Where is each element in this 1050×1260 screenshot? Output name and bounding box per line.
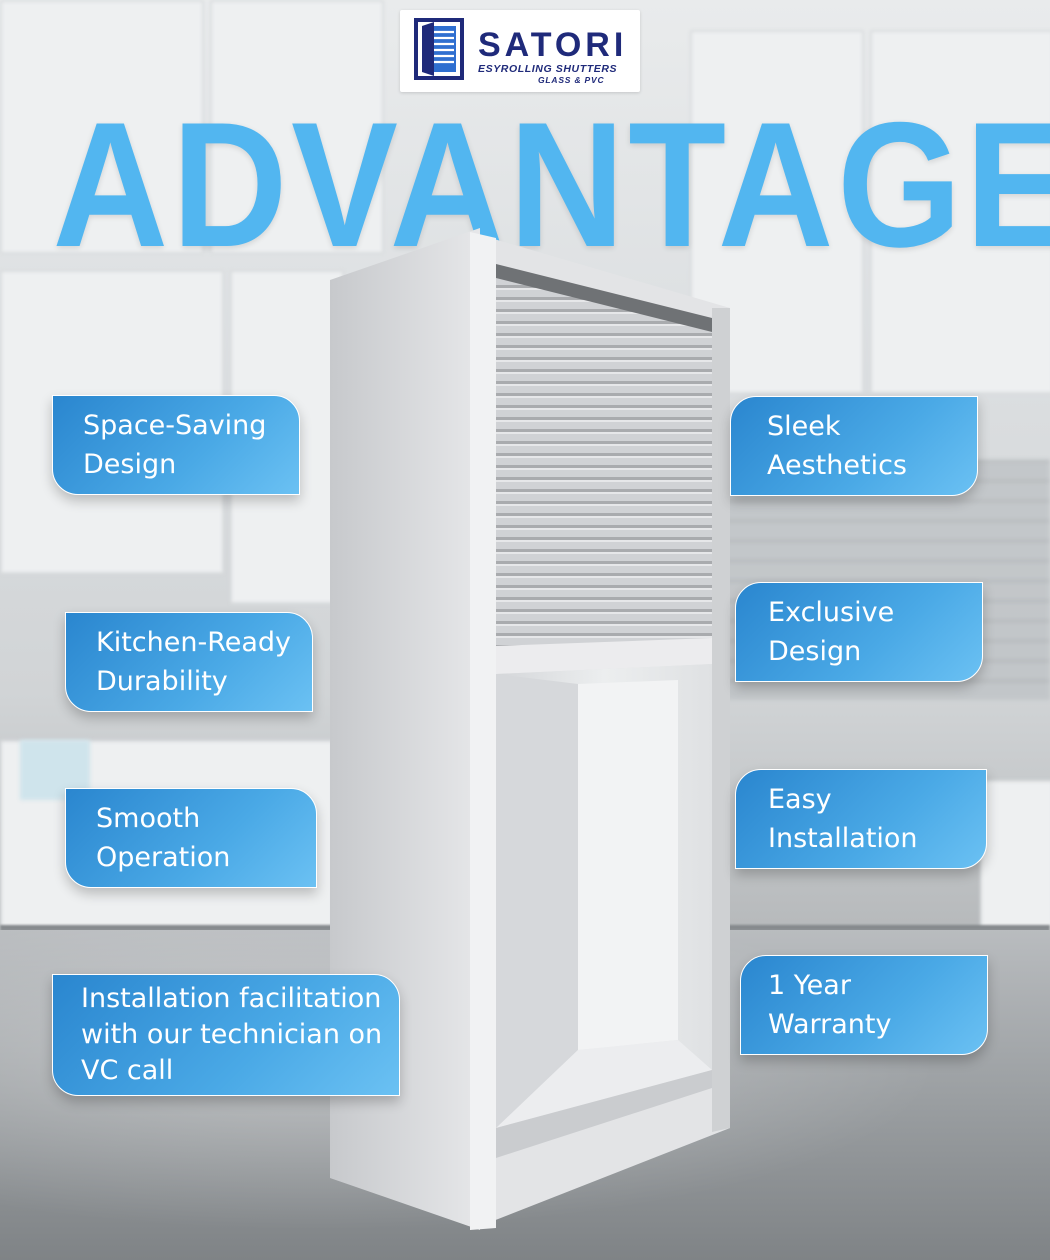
feature-easy-installation: Easy Installation — [735, 769, 987, 869]
feature-label: Smooth Operation — [96, 803, 231, 873]
background-cabinet — [870, 30, 1050, 394]
feature-label: Space-Saving Design — [83, 410, 267, 480]
feature-kitchen-ready-durability: Kitchen-Ready Durability — [65, 612, 313, 712]
feature-label: Sleek Aesthetics — [767, 411, 907, 481]
feature-smooth-operation: Smooth Operation — [65, 788, 317, 888]
headline: ADVANTAGES — [52, 85, 1050, 284]
feature-1-year-warranty: 1 Year Warranty — [740, 955, 988, 1055]
feature-space-saving-design: Space-Saving Design — [52, 395, 300, 495]
brand-subtagline: GLASS & PVC — [538, 75, 605, 85]
rolling-shutter-cabinet — [330, 228, 730, 1230]
background-cabinet — [980, 780, 1050, 934]
background-cabinet — [690, 30, 864, 394]
feature-label: 1 Year Warranty — [768, 970, 892, 1040]
brand-name: SATORI — [478, 26, 628, 64]
feature-label: Installation facilitation with our techn… — [81, 983, 383, 1086]
feature-label: Exclusive Design — [768, 597, 895, 667]
background-cabinet — [0, 0, 204, 254]
feature-sleek-aesthetics: Sleek Aesthetics — [730, 396, 978, 496]
shutter-logo-icon — [414, 18, 464, 80]
feature-label: Easy Installation — [768, 784, 918, 854]
feature-installation-facilitation: Installation facilitation with our techn… — [52, 974, 400, 1096]
feature-label: Kitchen-Ready Durability — [96, 627, 292, 697]
feature-exclusive-design: Exclusive Design — [735, 582, 983, 682]
brand-logo: SATORI ESYROLLING SHUTTERS GLASS & PVC — [400, 10, 640, 92]
brand-tagline: ESYROLLING SHUTTERS — [478, 63, 618, 75]
background-cabinet — [210, 0, 384, 254]
